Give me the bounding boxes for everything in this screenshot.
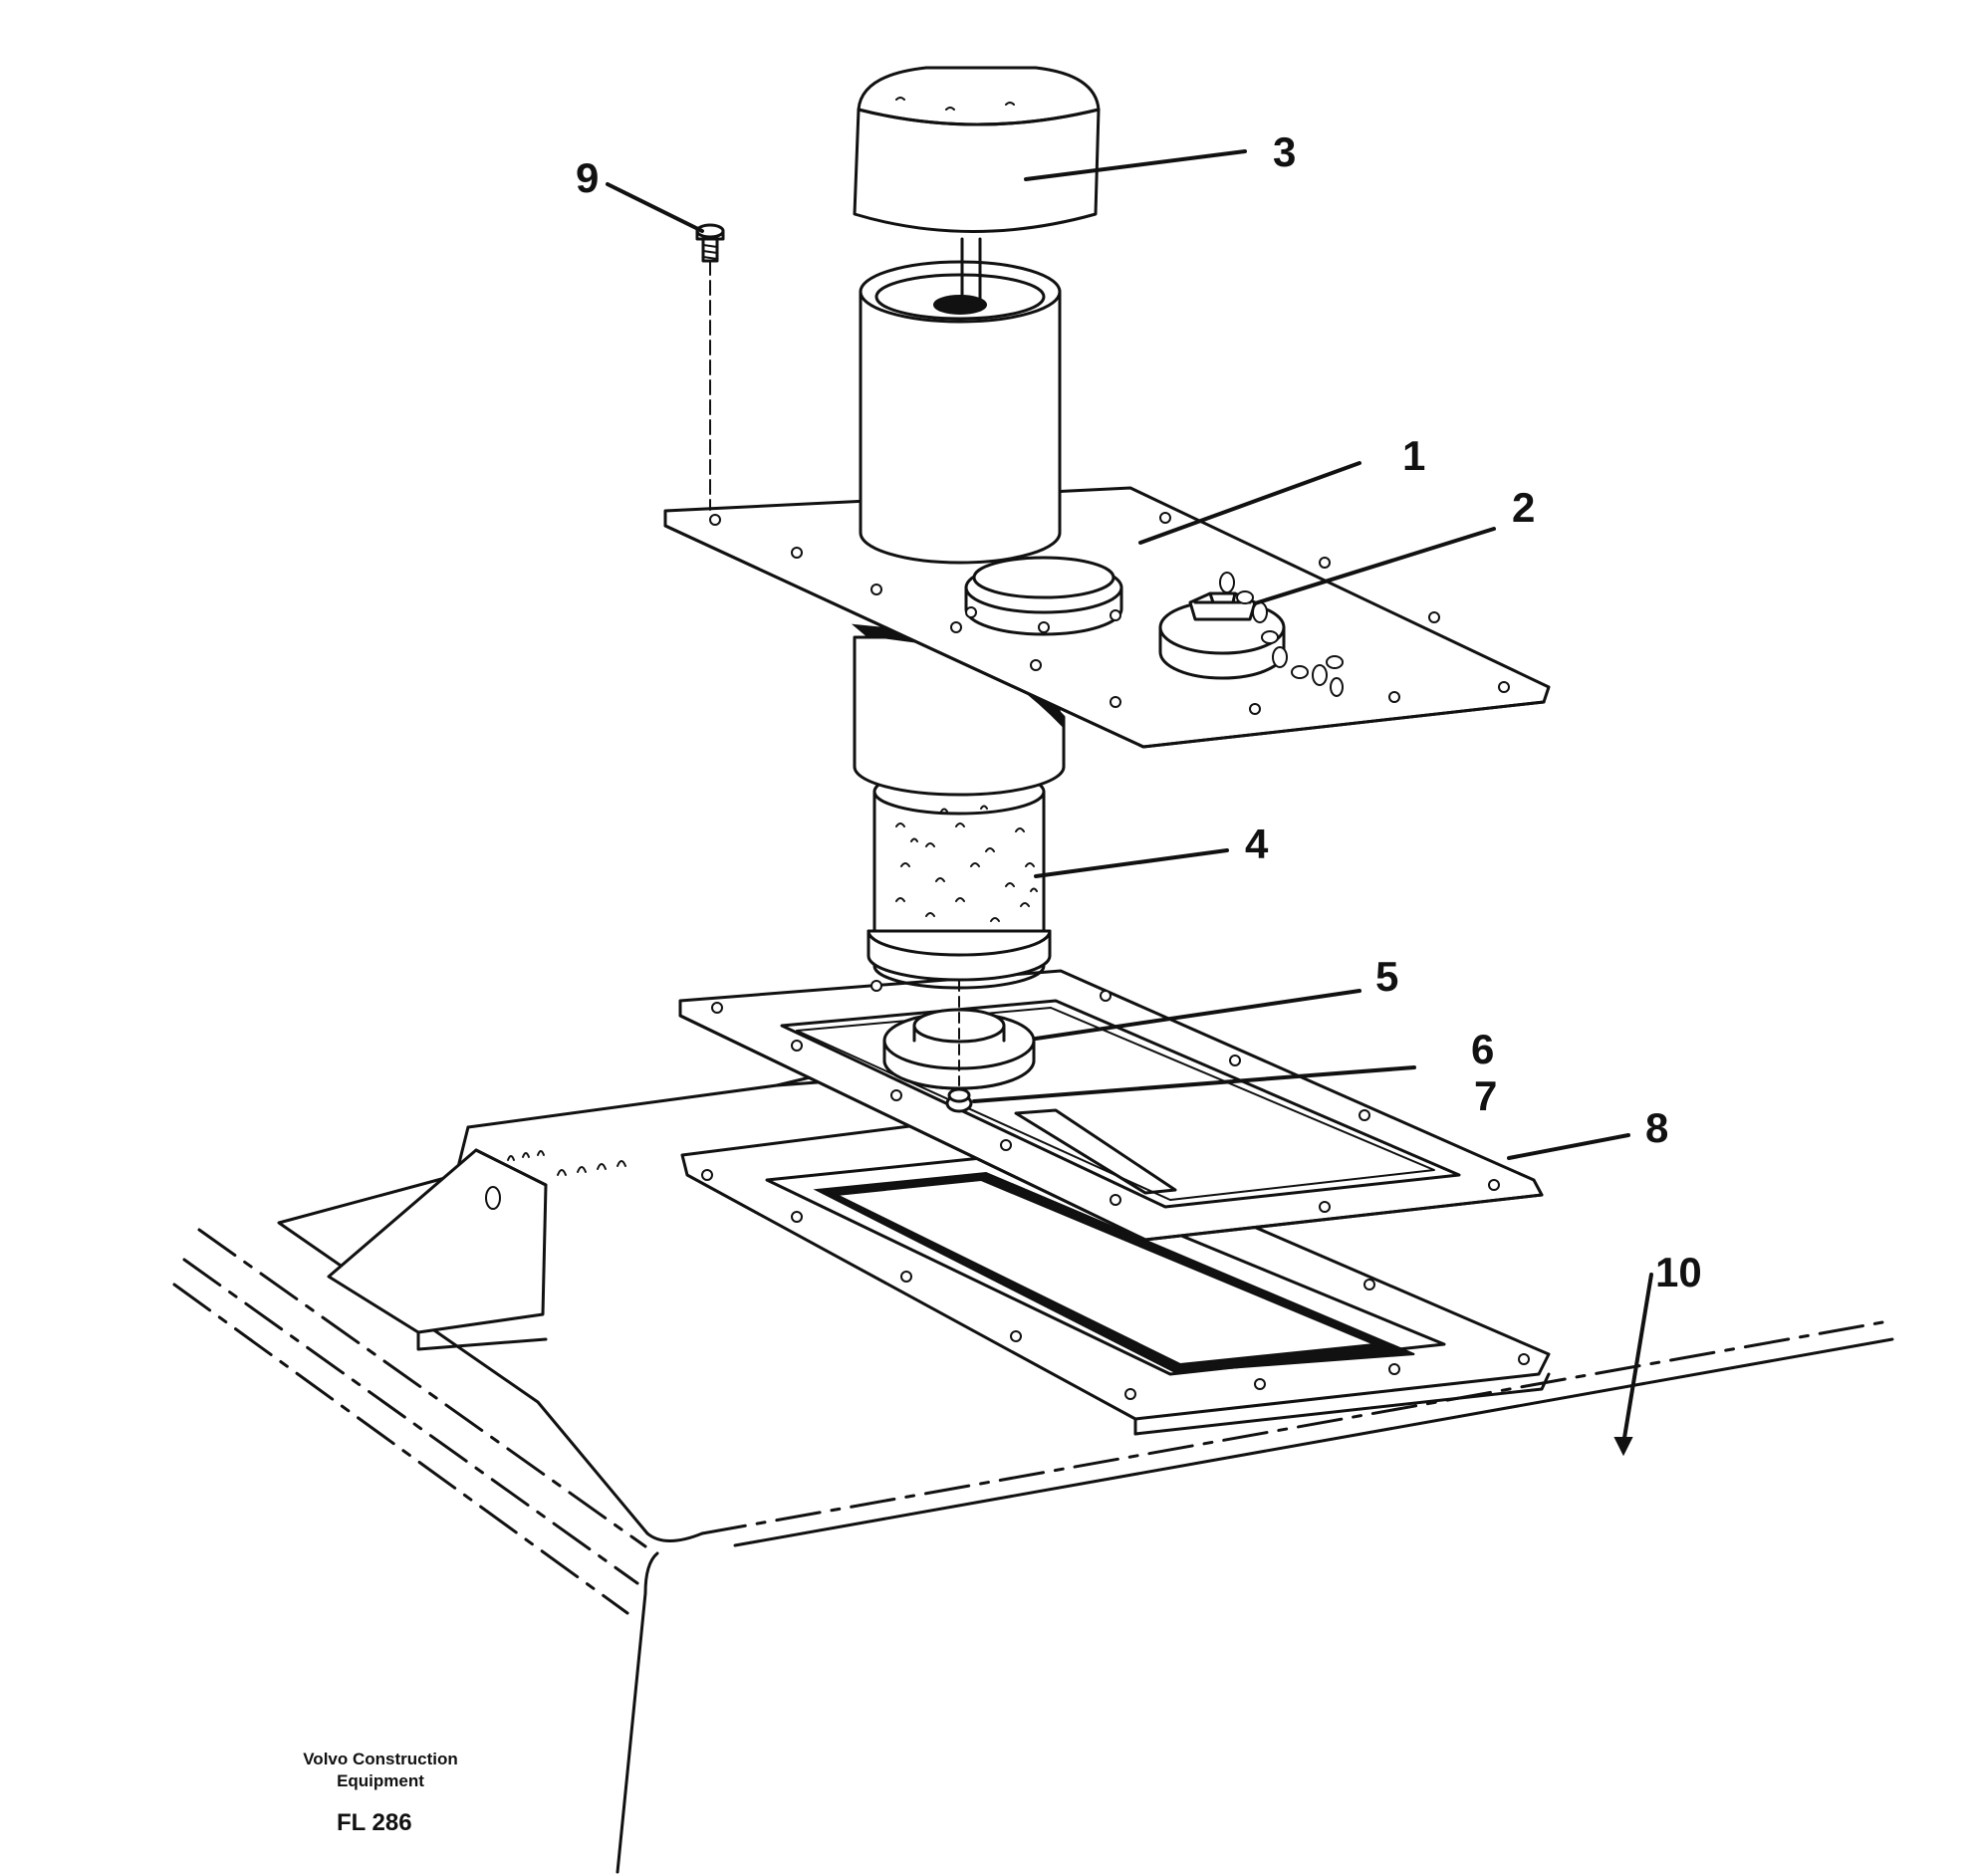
filter-element-item-4 bbox=[866, 768, 1052, 990]
publisher-name-line-2: Equipment bbox=[337, 1771, 424, 1790]
callout-9: 9 bbox=[576, 154, 599, 201]
leader-lines bbox=[606, 149, 1653, 1457]
figure-code: FL 286 bbox=[337, 1809, 412, 1836]
retaining-chain bbox=[1219, 572, 1344, 697]
nut-washer-items-6-7 bbox=[945, 980, 973, 1113]
callout-7: 7 bbox=[1474, 1072, 1497, 1119]
screw-item-9 bbox=[695, 223, 725, 511]
callout-1: 1 bbox=[1402, 432, 1425, 479]
callout-10: 10 bbox=[1655, 1249, 1702, 1295]
machine-body bbox=[172, 1071, 1894, 1874]
callout-3: 3 bbox=[1273, 128, 1296, 175]
base-frame bbox=[680, 1113, 1551, 1436]
upper-housing bbox=[859, 260, 1062, 565]
callout-4: 4 bbox=[1245, 821, 1269, 867]
callout-2: 2 bbox=[1512, 484, 1535, 531]
publisher-block: Volvo Construction Equipment FL 286 bbox=[303, 1750, 458, 1836]
publisher-name-line-1: Volvo Construction bbox=[303, 1750, 458, 1768]
callout-5: 5 bbox=[1375, 953, 1398, 1000]
callout-8: 8 bbox=[1645, 1104, 1668, 1151]
callout-labels: 1 2 3 4 5 6 7 8 9 10 bbox=[576, 128, 1702, 1295]
filler-cap-item-2 bbox=[1158, 572, 1344, 697]
callout-6: 6 bbox=[1471, 1026, 1494, 1072]
mounting-bracket bbox=[327, 1148, 548, 1351]
rain-cap-item-3 bbox=[853, 66, 1101, 233]
blanking-cap bbox=[964, 556, 1123, 636]
